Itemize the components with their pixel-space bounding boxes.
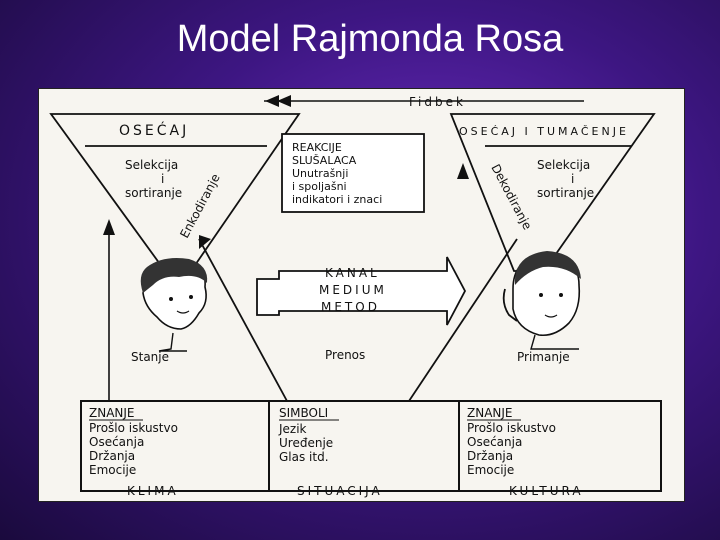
center-box-item-3: Glas itd. bbox=[279, 450, 329, 464]
right-box-item-1: Prošlo iskustvo bbox=[467, 421, 556, 435]
transfer-label: Prenos bbox=[325, 348, 365, 362]
reactions-line-4: i spoljašni bbox=[292, 180, 347, 193]
right-box-item-2: Osećanja bbox=[467, 435, 522, 449]
left-v-line bbox=[198, 238, 288, 402]
channel-line-2: MEDIUM bbox=[319, 283, 387, 297]
left-box-title: ZNANJE bbox=[89, 406, 135, 420]
center-box-title: SIMBOLI bbox=[279, 406, 328, 420]
channel-line-1: KANAL bbox=[325, 266, 380, 280]
footer-climate: KLIMA bbox=[127, 484, 179, 498]
center-box-item-2: Uređenje bbox=[279, 436, 333, 450]
sender-state-label: Stanje bbox=[131, 350, 169, 364]
left-funnel-title: OSEĆAJ bbox=[119, 121, 189, 139]
left-selection-line-1: Selekcija bbox=[125, 158, 178, 172]
reactions-line-1: REAKCIJE bbox=[292, 141, 342, 154]
channel-line-3: METOD bbox=[321, 300, 380, 314]
left-box-item-2: Osećanja bbox=[89, 435, 144, 449]
right-v-line bbox=[408, 238, 518, 402]
reactions-line-5: indikatori i znaci bbox=[292, 193, 382, 206]
left-box-item-1: Prošlo iskustvo bbox=[89, 421, 178, 435]
slide-title: Model Rajmonda Rosa bbox=[176, 18, 564, 60]
diagram-figure: Fidbek OSEĆAJ Selekcija i sortiranje Enk… bbox=[38, 88, 685, 502]
feedback-arrowhead bbox=[277, 95, 291, 107]
left-selection-line-2: i bbox=[161, 172, 164, 186]
sender-face-icon bbox=[140, 258, 208, 352]
right-selection-line-2: i bbox=[571, 172, 574, 186]
left-process-label: Enkodiranje bbox=[177, 171, 223, 240]
receiver-face-icon bbox=[502, 251, 581, 350]
feedback-arrowhead-tip bbox=[265, 95, 279, 107]
feedback-label: Fidbek bbox=[409, 95, 466, 109]
right-funnel-title: OSEĆAJ I TUMAČENJE bbox=[459, 125, 629, 138]
reactions-line-2: SLUŠALACA bbox=[292, 154, 357, 167]
footer-situation: SITUACIJA bbox=[297, 484, 383, 498]
left-up-arrowhead bbox=[103, 219, 115, 235]
right-box-item-3: Držanja bbox=[467, 449, 513, 463]
channel-arrow bbox=[256, 256, 467, 326]
left-diag-arrowhead bbox=[199, 235, 211, 249]
receiver-reception-label: Primanje bbox=[517, 350, 570, 364]
bottom-frame bbox=[80, 400, 662, 492]
right-selection-line-1: Selekcija bbox=[537, 158, 590, 172]
right-box-title: ZNANJE bbox=[467, 406, 513, 420]
right-box-item-4: Emocije bbox=[467, 463, 514, 477]
left-box-item-3: Držanja bbox=[89, 449, 135, 463]
communication-model-diagram: Fidbek OSEĆAJ Selekcija i sortiranje Enk… bbox=[49, 95, 662, 498]
right-selection-line-3: sortiranje bbox=[537, 186, 594, 200]
right-process-label: Dekodiranje bbox=[488, 162, 534, 232]
listener-reactions-box bbox=[281, 133, 425, 213]
reactions-line-3: Unutrašnji bbox=[292, 167, 348, 180]
footer-culture: KULTURA bbox=[509, 484, 584, 498]
left-box-item-4: Emocije bbox=[89, 463, 136, 477]
center-box-item-1: Jezik bbox=[278, 422, 307, 436]
left-selection-line-3: sortiranje bbox=[125, 186, 182, 200]
